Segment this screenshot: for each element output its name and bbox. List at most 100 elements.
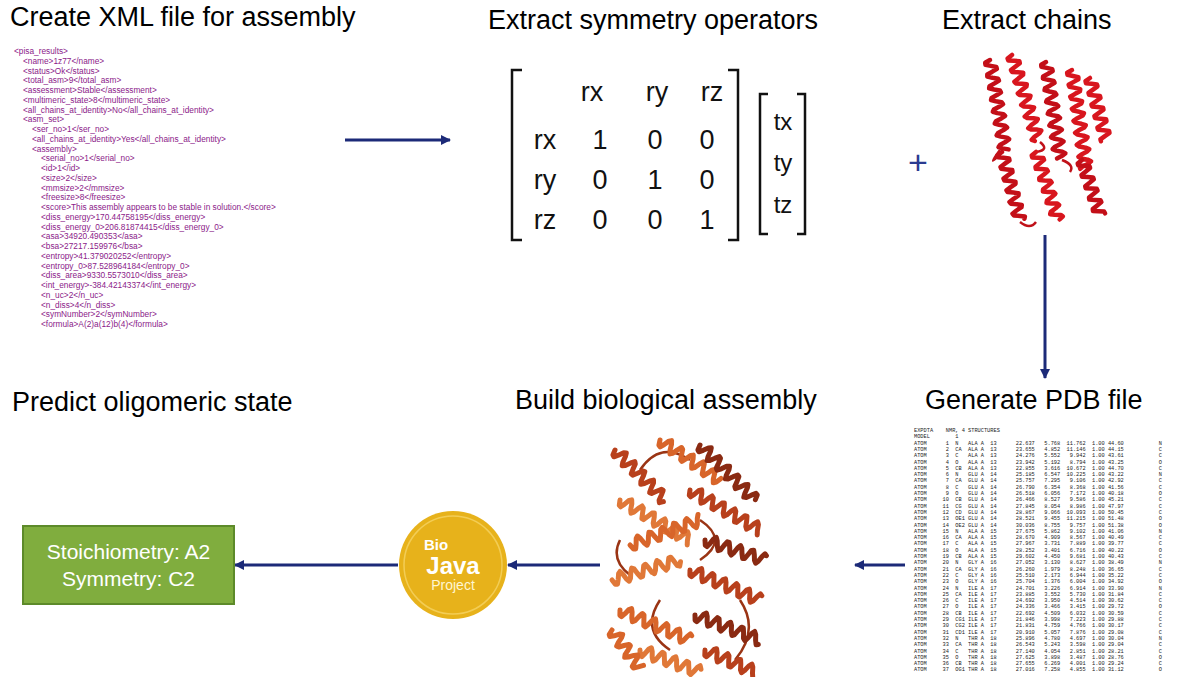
helix <box>1078 160 1105 213</box>
helix <box>689 490 758 535</box>
xml-line: <all_chains_at_identity>No</all_chains_a… <box>23 105 214 115</box>
helix <box>620 609 692 643</box>
matrix-symbol: 0 <box>592 165 607 196</box>
pdb-line: ATOM 26 C ILE A 17 24.692 3.950 4.514 1.… <box>914 598 1162 604</box>
matrix-symbol: rz <box>701 77 724 108</box>
logo-ring <box>404 516 502 614</box>
step-region: Build biological assembly <box>600 430 855 675</box>
helix <box>690 569 762 603</box>
result-box: Predict oligomeric stateStoichiometry: A… <box>22 525 235 605</box>
flow-arrow <box>345 139 450 142</box>
helix <box>998 152 1025 219</box>
matrix-symbol: rz <box>534 205 557 236</box>
xml-line: <total_asm>9</total_asm> <box>23 75 121 85</box>
xml-line: <mmsize>2</mmsize> <box>41 183 124 193</box>
flow-arrow <box>508 564 600 567</box>
pdb-line: ATOM 4 O ALA A 13 23.942 5.192 8.794 1.0… <box>914 460 1162 466</box>
xml-line: <all_chains_at_identity>Yes</all_chains_… <box>32 134 226 144</box>
xml-line: <ser_no>1</ser_no> <box>32 124 109 134</box>
helix <box>613 450 664 503</box>
pdb-line: ATOM 23 O GLY A 16 25.704 1.376 6.004 1.… <box>914 579 1162 585</box>
helix <box>1086 78 1110 141</box>
logo-text: Java <box>426 553 479 578</box>
flow-arrow <box>235 564 398 567</box>
step-title: Build biological assembly <box>515 385 817 416</box>
pdb-line: ATOM 22 C GLY A 16 25.510 2.173 6.944 1.… <box>914 573 1162 579</box>
helix <box>705 649 753 677</box>
pdb-line: ATOM 17 C ALA A 15 27.967 3.731 7.889 1.… <box>914 541 1162 547</box>
step-region: Extract symmetry operators <box>450 0 880 250</box>
xml-line: <size>2</size> <box>41 173 97 183</box>
pdb-line: ATOM 14 OE2 GLU A 14 30.036 8.755 9.757 … <box>914 523 1162 529</box>
logo-disc <box>399 511 507 619</box>
xml-line: <entropy_0>87.528964184</entropy_0> <box>41 261 190 271</box>
xml-line: <pisa_results> <box>14 46 68 56</box>
pdb-line: ATOM 33 CA THR A 18 26.543 5.243 3.598 1… <box>914 642 1162 648</box>
matrix-symbol: 1 <box>699 205 714 236</box>
xml-line: <formula>A(2)a(12)b(4)</formula> <box>41 319 168 329</box>
matrix-symbol: ry <box>534 165 557 196</box>
flow-arrow <box>1044 235 1047 378</box>
pdb-line: ATOM 1 N ALA A 13 22.637 5.768 11.762 1.… <box>914 441 1162 447</box>
matrix-symbol: 0 <box>699 165 714 196</box>
matrix-symbol: 0 <box>647 205 662 236</box>
pdb-line: ATOM 35 O THR A 18 27.625 3.898 3.487 1.… <box>914 655 1162 661</box>
bracket <box>760 94 768 234</box>
pdb-line: ATOM 11 CG GLU A 14 27.845 8.054 8.986 1… <box>914 504 1162 510</box>
bracket <box>512 70 522 240</box>
matrix-symbol: rx <box>581 77 604 108</box>
xml-line: <freesize>8</freesize> <box>41 192 125 202</box>
pdb-line: ATOM 8 C GLU A 14 26.790 6.354 8.368 1.0… <box>914 485 1162 491</box>
pdb-line: ATOM 36 CB THR A 18 27.655 6.269 4.001 1… <box>914 661 1162 667</box>
pdb-line: ATOM 5 CB ALA A 13 22.855 3.616 10.672 1… <box>914 466 1162 472</box>
xml-line: <score>This assembly appears to be stabl… <box>41 202 276 212</box>
pdb-line: ATOM 19 CB ALA A 15 29.602 4.450 9.681 1… <box>914 554 1162 560</box>
pdb-line: ATOM 31 CD1 ILE A 17 20.910 5.057 7.876 … <box>914 630 1162 636</box>
pdb-line: ATOM 34 C THR A 18 27.140 4.054 2.851 1.… <box>914 649 1162 655</box>
pdb-line: ATOM 37 OG1 THR A 18 27.016 7.258 4.855 … <box>914 667 1162 673</box>
xml-line: <asa>34920.490353</asa> <box>41 231 143 241</box>
helix <box>695 613 758 645</box>
xml-line: <n_uc>2</n_uc> <box>41 290 103 300</box>
pdb-line: ATOM 10 CB GLU A 14 26.466 8.527 9.586 1… <box>914 497 1162 503</box>
pdb-line: ATOM 9 O GLU A 14 26.518 6.056 7.172 1.0… <box>914 491 1162 497</box>
step-region: Extract chains <box>935 0 1175 235</box>
helix <box>1032 152 1063 220</box>
pdb-line: ATOM 28 CB ILE A 17 22.692 4.509 6.032 1… <box>914 611 1162 617</box>
helix <box>705 537 766 563</box>
matrix-symbol: 1 <box>592 125 607 156</box>
plus-sign: + <box>908 143 928 182</box>
matrix-symbol: 1 <box>647 165 662 196</box>
matrix-symbol: ry <box>646 77 669 108</box>
matrix-symbol: ty <box>774 149 793 177</box>
matrix-symbol: 0 <box>592 205 607 236</box>
pdb-line: ATOM 20 N GLY A 16 27.052 3.130 8.627 1.… <box>914 560 1162 566</box>
helix <box>612 557 681 584</box>
pdb-line: ATOM 6 N GLU A 14 25.185 6.547 10.225 1.… <box>914 472 1162 478</box>
helix <box>985 60 1009 149</box>
pdb-line: ATOM 25 CA ILE A 17 23.885 3.552 5.730 1… <box>914 592 1162 598</box>
step-title: Extract symmetry operators <box>488 5 818 36</box>
pdb-line: ATOM 30 CG2 ILE A 17 21.831 4.759 4.766 … <box>914 623 1162 629</box>
node-body: Stoichiometry: A2Symmetry: C2 <box>24 527 233 603</box>
pdb-line: EXPDTA NMR, 4 STRUCTURES <box>914 428 1000 434</box>
pdb-line: ATOM 3 C ALA A 13 24.276 5.552 9.942 1.0… <box>914 453 1162 459</box>
xml-line: <entropy>41.379020252</entropy> <box>41 251 171 261</box>
step-title: Create XML file for assembly <box>10 2 356 33</box>
step-title: Generate PDB file <box>925 385 1143 416</box>
pdb-line: ATOM 24 N ILE A 17 24.701 3.226 6.914 1.… <box>914 586 1162 592</box>
bracket <box>728 70 738 240</box>
xml-line: <diss_area>9330.5573010</diss_area> <box>41 270 188 280</box>
protein-chain <box>985 55 1109 226</box>
logo-text: Project <box>431 578 475 593</box>
pdb-line: MODEL 1 <box>914 434 959 440</box>
xml-line: <assembly> <box>32 144 77 154</box>
step-title: Extract chains <box>942 5 1112 36</box>
xml-line: <diss_energy_0>206.81874415</diss_energy… <box>41 222 224 232</box>
matrix-symbol: rx <box>534 125 557 156</box>
pdb-line: ATOM 15 N ALA A 15 27.675 5.862 9.102 1.… <box>914 529 1162 535</box>
pdb-line: ATOM 18 O ALA A 15 28.252 3.401 6.716 1.… <box>914 548 1162 554</box>
step-title: Predict oligomeric state <box>12 387 293 418</box>
biojava-logo: BioJavaProject <box>398 510 508 620</box>
